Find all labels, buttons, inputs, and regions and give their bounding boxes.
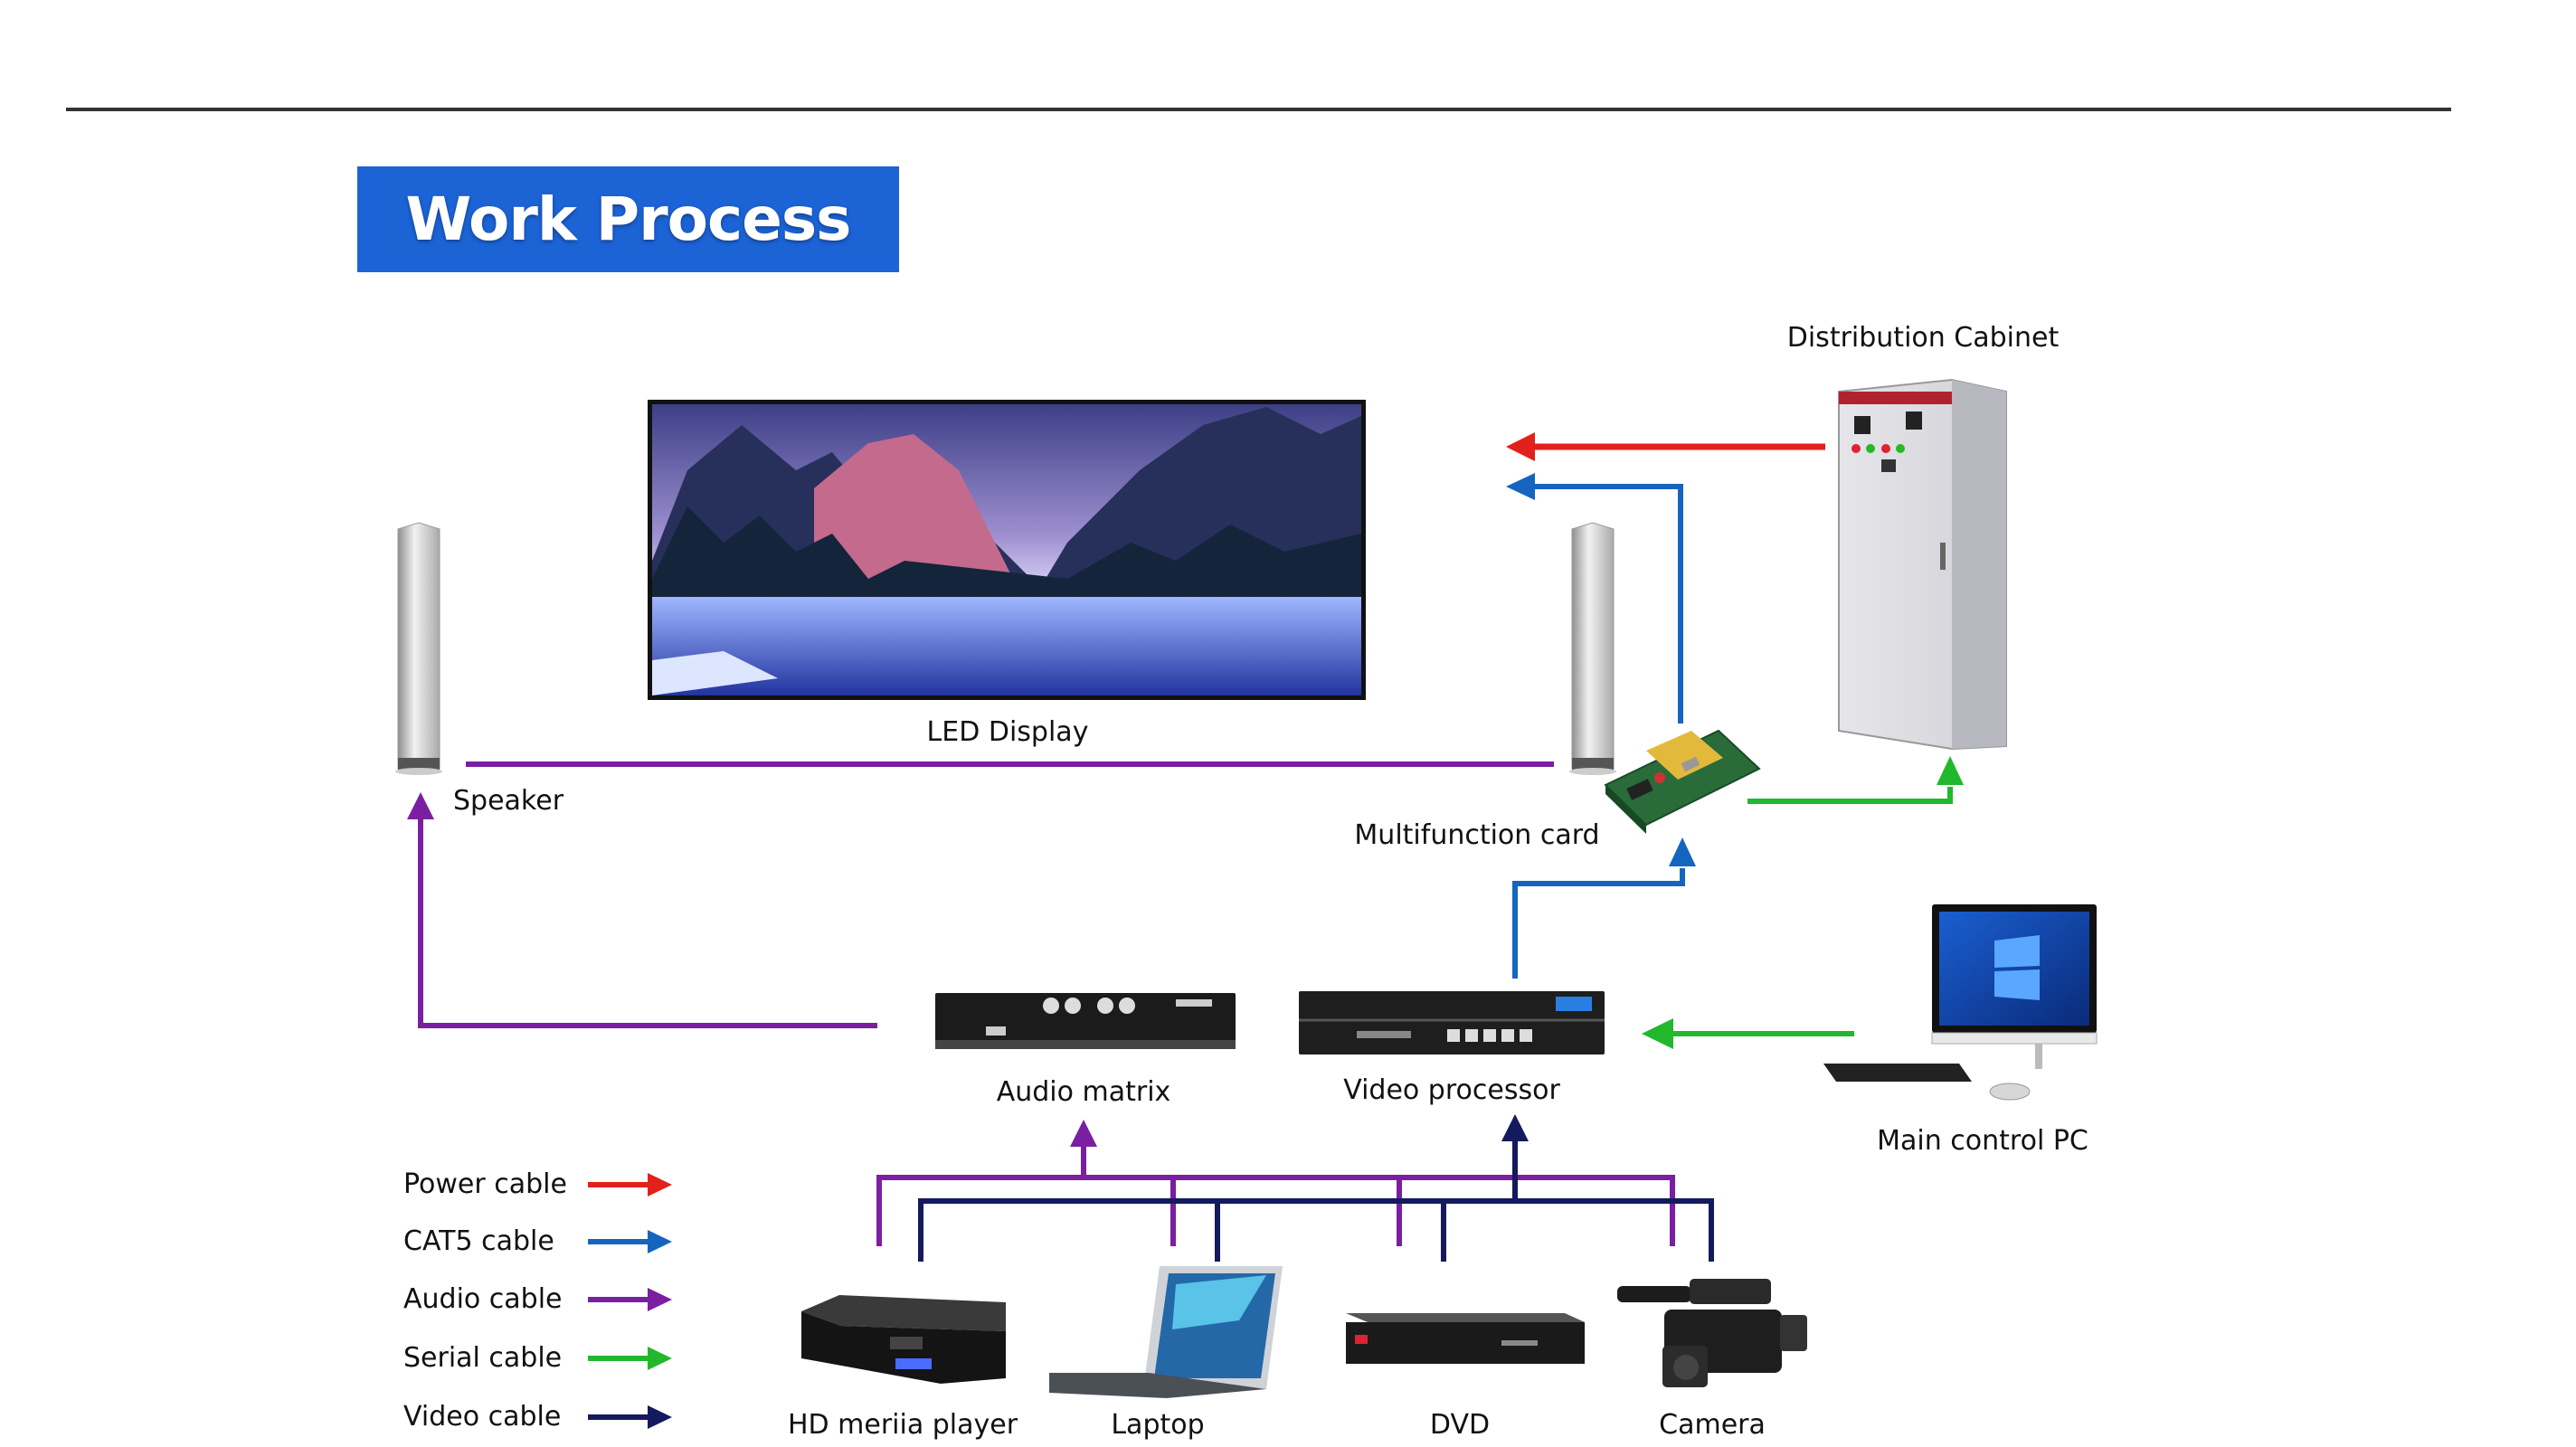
legend-power-cable: Power cable [403, 1168, 567, 1200]
media-player-icon [801, 1295, 1006, 1384]
label-speaker: Speaker [453, 785, 564, 817]
audio-cables [418, 761, 1675, 1246]
label-dvd: DVD [1429, 1409, 1491, 1441]
label-main-control-pc: Main control PC [1877, 1125, 2088, 1157]
dvd-player-icon [1346, 1313, 1585, 1364]
audio-matrix-icon [935, 993, 1236, 1049]
desktop-pc-icon [1823, 904, 2098, 1101]
led-screen-icon [648, 400, 1366, 700]
laptop-icon [1049, 1266, 1283, 1398]
video-processor-icon [1299, 991, 1605, 1055]
label-distribution-cabinet: Distribution Cabinet [1786, 322, 2060, 354]
page-title: Work Process [405, 184, 852, 254]
label-hd-media-player: HD meriia player [787, 1409, 1018, 1441]
control-card-icon [1604, 729, 1761, 834]
label-audio-matrix: Audio matrix [996, 1076, 1171, 1108]
speaker-icon [1569, 522, 1616, 775]
video-cables [918, 1141, 1714, 1262]
camera-icon [1617, 1279, 1807, 1387]
legend-cat5-cable: CAT5 cable [403, 1225, 554, 1257]
video-cable-arrowhead [1501, 1114, 1529, 1141]
label-camera: Camera [1659, 1409, 1766, 1441]
cat5-cables [1506, 473, 1696, 979]
legend-arrows [588, 1173, 672, 1429]
page-title-box: Work Process [357, 166, 899, 272]
legend-serial-cable: Serial cable [403, 1342, 563, 1374]
audio-cable-arrowheads [407, 792, 1097, 1147]
label-multifunction-card: Multifunction card [1354, 819, 1600, 851]
serial-cables [1642, 756, 1964, 1049]
legend-audio-cable: Audio cable [403, 1283, 563, 1315]
power-cable [1506, 432, 1825, 461]
label-led-display: LED Display [926, 716, 1089, 748]
cabinet-icon [1838, 378, 2007, 751]
label-video-processor: Video processor [1343, 1074, 1560, 1106]
speaker-icon [395, 522, 442, 775]
legend-video-cable: Video cable [403, 1401, 562, 1433]
label-laptop: Laptop [1111, 1409, 1205, 1441]
